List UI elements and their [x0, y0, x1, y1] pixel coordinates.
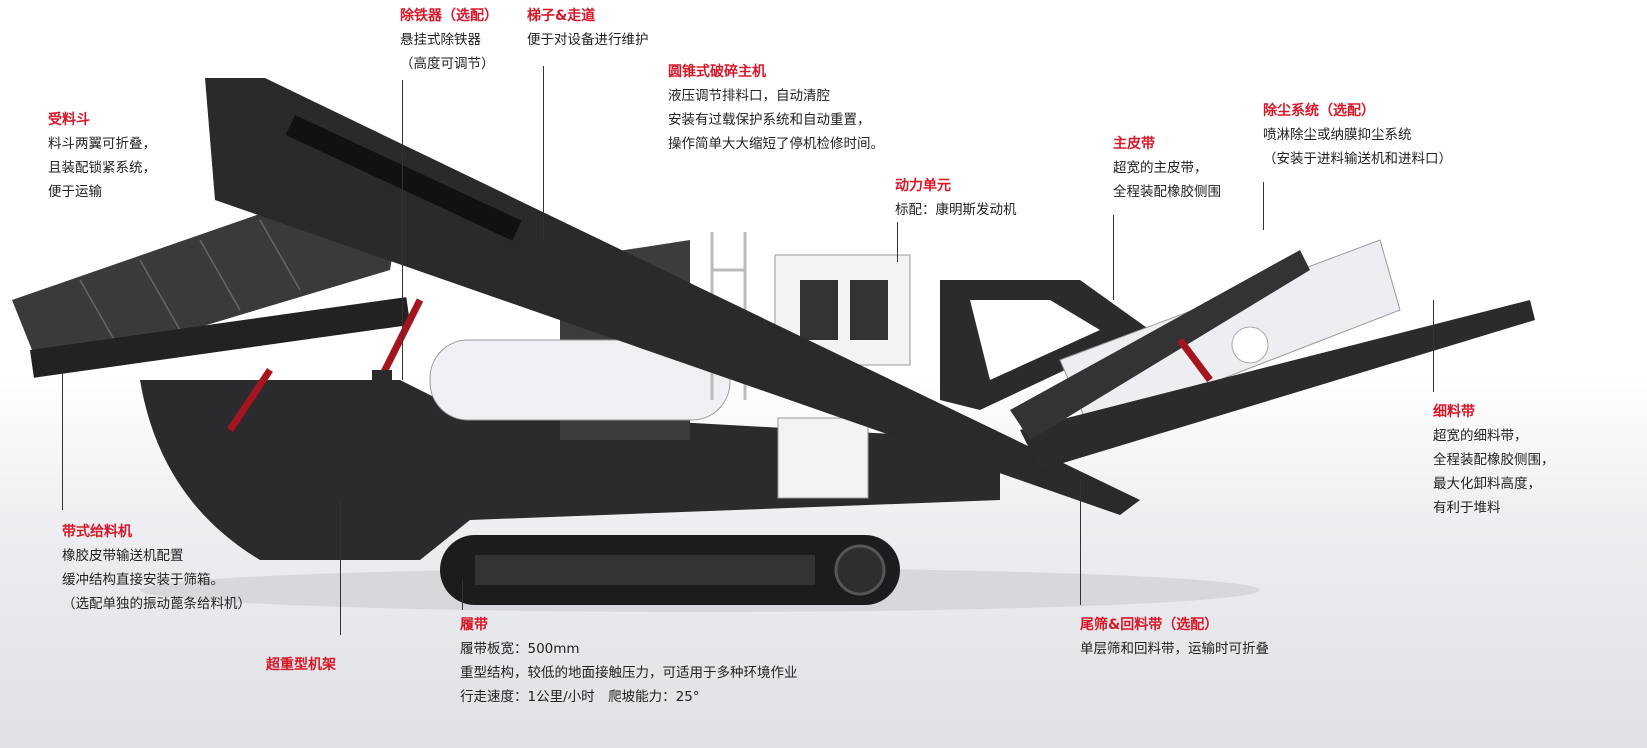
- annotation-line: （选配单独的振动蓖条给料机）: [62, 596, 251, 612]
- annotation-line: 操作简单大大缩短了停机检修时间。: [668, 136, 884, 152]
- annotation-title: 除尘系统（选配）: [1263, 103, 1375, 119]
- annotation-line: 便于对设备进行维护: [527, 32, 649, 48]
- leader-iron-remover: [402, 80, 403, 380]
- iron-remover-post: [372, 370, 392, 480]
- annotation-ladder: 梯子&走道 便于对设备进行维护: [527, 4, 649, 52]
- annotation-line: （高度可调节）: [400, 56, 495, 72]
- annotation-line: 最大化卸料高度，: [1433, 476, 1541, 492]
- annotation-line: 行走速度：1公里/小时 爬坡能力：25°: [460, 689, 700, 705]
- annotation-title: 梯子&走道: [527, 8, 596, 24]
- annotation-cone-crusher: 圆锥式破碎主机 液压调节排料口，自动清腔 安装有过载保护系统和自动重置， 操作简…: [668, 60, 884, 156]
- annotation-tail-screen: 尾筛&回料带（选配） 单层筛和回料带，运输时可折叠: [1080, 613, 1269, 661]
- annotation-frame: 超重型机架: [266, 653, 336, 677]
- fines-belt: [1020, 300, 1535, 470]
- annotation-title: 超重型机架: [266, 657, 336, 673]
- leader-ladder: [543, 66, 544, 241]
- annotation-hopper: 受料斗 料斗两翼可折叠， 且装配锁紧系统， 便于运输: [48, 108, 156, 204]
- leader-dust-system: [1263, 182, 1264, 230]
- annotation-dust-system: 除尘系统（选配） 喷淋除尘或纳膜抑尘系统 （安装于进料输送机和进料口）: [1263, 99, 1452, 171]
- annotation-line: 履带板宽：500mm: [460, 641, 580, 657]
- annotation-title: 履带: [460, 617, 488, 633]
- heavy-frame: [140, 380, 1000, 560]
- annotation-line: 料斗两翼可折叠，: [48, 136, 156, 152]
- annotation-line: 有利于堆料: [1433, 500, 1501, 516]
- annotation-title: 细料带: [1433, 404, 1475, 420]
- annotation-line: 重型结构，较低的地面接触压力，可适用于多种环境作业: [460, 665, 798, 681]
- leader-frame: [340, 500, 341, 635]
- leader-hopper: [62, 370, 63, 510]
- leader-main-belt: [1113, 215, 1114, 300]
- annotation-line: 超宽的主皮带，: [1113, 160, 1208, 176]
- drive-sprocket: [834, 544, 886, 596]
- leader-tail-screen: [1080, 480, 1081, 605]
- annotation-line: 单层筛和回料带，运输时可折叠: [1080, 641, 1269, 657]
- annotation-line: 便于运输: [48, 184, 102, 200]
- annotation-title: 动力单元: [895, 178, 951, 194]
- annotation-line: （安装于进料输送机和进料口）: [1263, 151, 1452, 167]
- annotation-iron-remover: 除铁器（选配） 悬挂式除铁器 （高度可调节）: [400, 4, 498, 76]
- annotation-title: 受料斗: [48, 112, 90, 128]
- annotation-line: 橡胶皮带输送机配置: [62, 548, 184, 564]
- annotation-title: 尾筛&回料带（选配）: [1080, 617, 1219, 633]
- belt-feeder: [30, 297, 411, 378]
- annotation-line: 喷淋除尘或纳膜抑尘系统: [1263, 127, 1412, 143]
- control-cabinet: [777, 417, 869, 499]
- crusher-guard: [429, 339, 731, 421]
- annotation-title: 带式给料机: [62, 524, 132, 540]
- annotation-line: 安装有过载保护系统和自动重置，: [668, 112, 871, 128]
- annotation-line: 悬挂式除铁器: [400, 32, 481, 48]
- leader-crawler: [462, 580, 463, 610]
- annotation-line: 全程装配橡胶侧围，: [1433, 452, 1555, 468]
- annotation-line: 液压调节排料口，自动清腔: [668, 88, 830, 104]
- annotation-title: 圆锥式破碎主机: [668, 64, 766, 80]
- feed-hopper: [12, 200, 400, 370]
- annotation-fines-belt: 细料带 超宽的细料带， 全程装配橡胶侧围， 最大化卸料高度， 有利于堆料: [1433, 400, 1555, 520]
- annotation-line: 标配：康明斯发动机: [895, 202, 1017, 218]
- crawler-inner: [475, 555, 815, 585]
- annotation-title: 主皮带: [1113, 136, 1155, 152]
- leader-fines-belt: [1433, 300, 1434, 392]
- annotation-title: 除铁器（选配）: [400, 8, 498, 24]
- annotation-belt-feeder: 带式给料机 橡胶皮带输送机配置 缓冲结构直接安装于筛箱。 （选配单独的振动蓖条给…: [62, 520, 251, 616]
- annotation-line: 且装配锁紧系统，: [48, 160, 156, 176]
- annotation-line: 缓冲结构直接安装于筛箱。: [62, 572, 224, 588]
- annotation-power-unit: 动力单元 标配：康明斯发动机: [895, 174, 1017, 222]
- annotation-line: 全程装配橡胶侧围: [1113, 184, 1221, 200]
- leader-power-unit: [897, 222, 898, 262]
- annotation-crawler: 履带 履带板宽：500mm 重型结构，较低的地面接触压力，可适用于多种环境作业 …: [460, 613, 798, 709]
- annotation-line: 超宽的细料带，: [1433, 428, 1528, 444]
- annotation-main-belt: 主皮带 超宽的主皮带， 全程装配橡胶侧围: [1113, 132, 1221, 204]
- tail-belt: [1010, 250, 1310, 440]
